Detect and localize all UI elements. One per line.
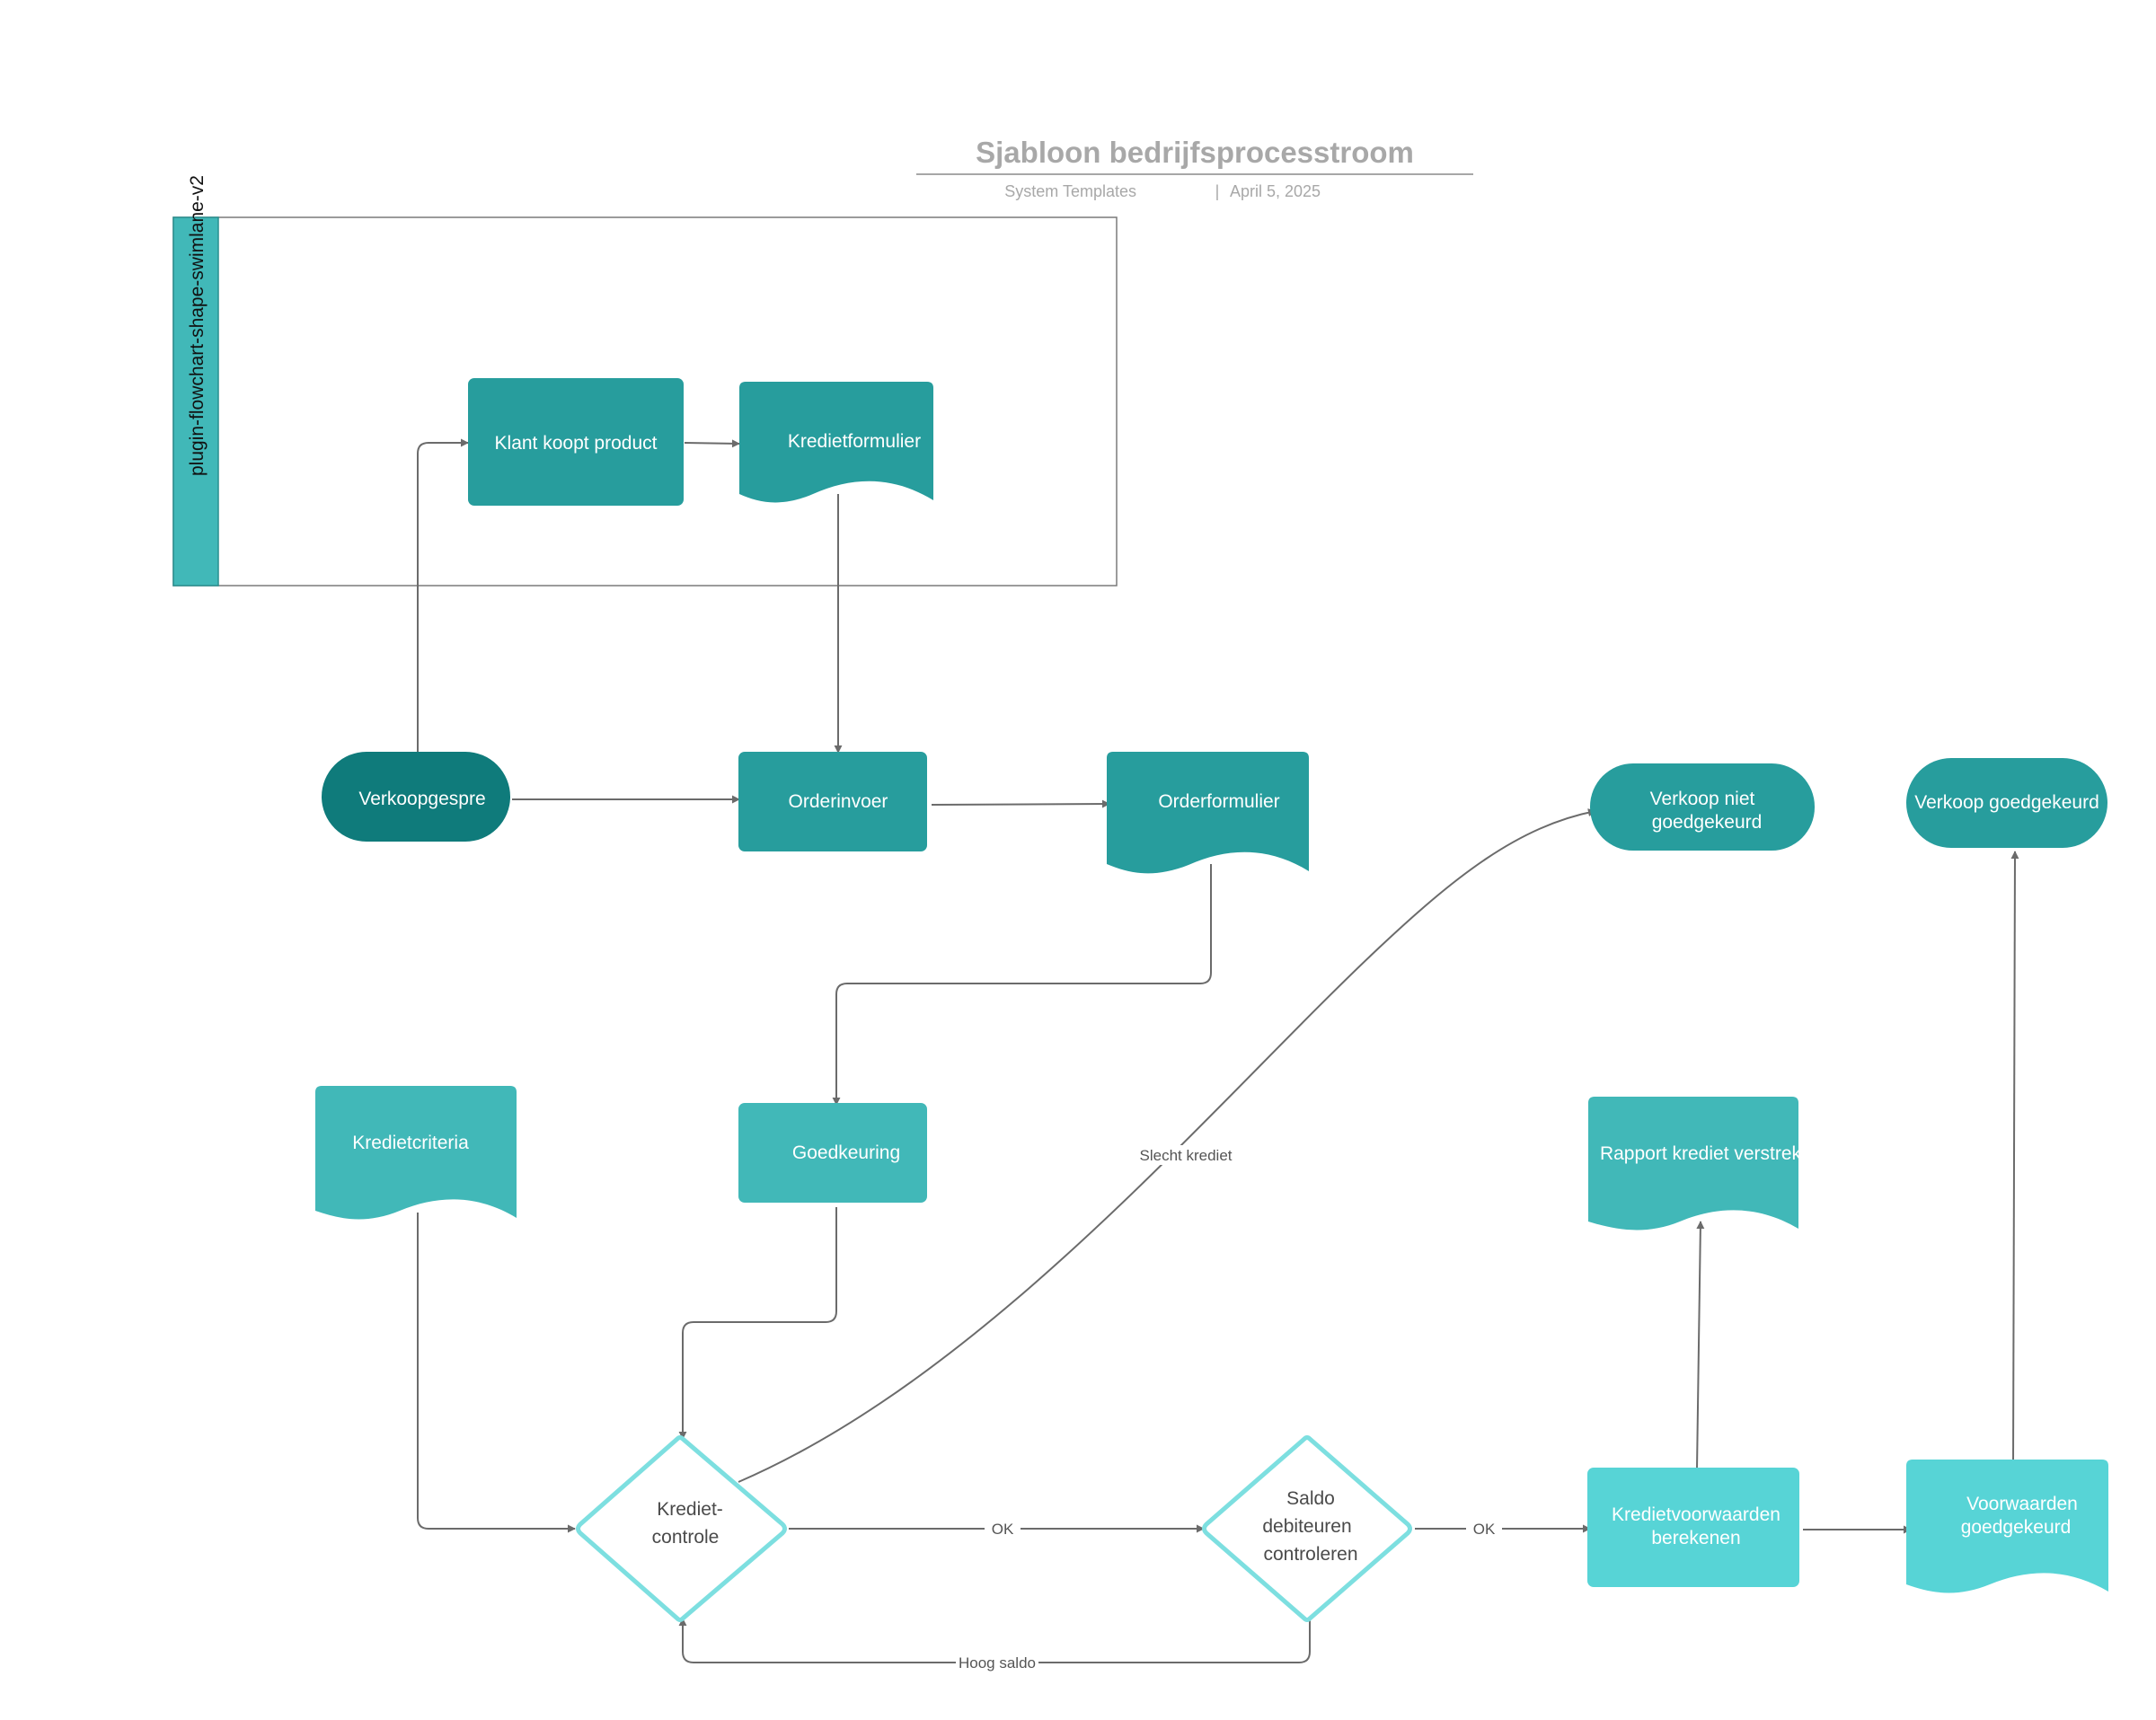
swimlane-header-bar — [172, 216, 219, 587]
node-label-line-1: Saldo — [1286, 1488, 1335, 1509]
document-shape — [1588, 1097, 1798, 1230]
document-shape — [315, 1086, 517, 1220]
terminal-shape — [1906, 758, 2107, 848]
header: Sjabloon bedrijfsprocesstroom System Tem… — [916, 136, 1473, 200]
edge-label-hoog-saldo: Hoog saldo — [959, 1654, 1036, 1671]
edge-verkoopgesprek-klant — [417, 438, 469, 754]
node-label-line-2: controle — [652, 1527, 720, 1548]
edge-label-bg — [956, 1653, 1038, 1672]
node-label: Orderformulier — [1158, 791, 1279, 812]
node-label: Kredietcriteria — [352, 1133, 469, 1153]
node-label-line-1: Voorwaarden — [1966, 1494, 2078, 1514]
process-shape — [468, 378, 684, 506]
edge-label-bg — [1466, 1519, 1502, 1539]
edge-voorwaarden-verkoop-goedgekeurd — [2010, 851, 2019, 1463]
node-label: Rapport krediet verstrek — [1600, 1143, 1802, 1164]
node-klant-koopt-product[interactable]: Klant koopt product — [468, 378, 684, 506]
edge-kredietvoorwaarden-rapport — [1696, 1221, 1705, 1470]
edge-orderformulier-goedkeuring — [832, 864, 1212, 1106]
document-shape — [1906, 1460, 2108, 1593]
node-label: Klant koopt product — [495, 433, 658, 454]
node-label-line-3: controleren — [1263, 1544, 1357, 1565]
node-orderformulier[interactable]: Orderformulier — [1107, 752, 1309, 874]
node-verkoop-goedgekeurd[interactable]: Verkoop goedgekeurd — [1906, 758, 2107, 848]
process-shape — [738, 752, 927, 851]
node-label-line-2: debiteuren — [1262, 1516, 1351, 1537]
node-label-line-2: berekenen — [1651, 1528, 1740, 1548]
edge-goedkeuring-kredietcontrole — [678, 1207, 837, 1440]
node-label: Kredietformulier — [788, 431, 921, 452]
node-kredietvoorwaarden-berekenen[interactable]: Kredietvoorwaarden berekenen — [1587, 1468, 1799, 1587]
node-kredietcriteria[interactable]: Kredietcriteria — [315, 1086, 517, 1220]
page-title: Sjabloon bedrijfsprocesstroom — [976, 136, 1414, 169]
edge-label-slecht-krediet: Slecht krediet — [1140, 1147, 1233, 1164]
process-shape — [1587, 1468, 1799, 1587]
document-shape — [1107, 752, 1309, 874]
decision-shape — [1202, 1435, 1412, 1622]
node-label-line-2: goedgekeurd — [1961, 1517, 2072, 1538]
node-goedkeuring[interactable]: Goedkeuring — [738, 1103, 927, 1203]
edge-label-ok: OK — [1473, 1521, 1496, 1538]
terminal-shape — [322, 752, 510, 842]
edges — [417, 438, 2019, 1663]
edge-label-bg — [985, 1519, 1021, 1539]
node-rapport-krediet-verstrek[interactable]: Rapport krediet verstrek — [1588, 1097, 1802, 1230]
terminal-shape — [1590, 763, 1815, 851]
edge-label-ok: OK — [992, 1521, 1014, 1538]
swimlane[interactable]: plugin-flowchart-shape-swimlane-v2 — [172, 175, 1118, 587]
edge-labels: Slecht krediet OK OK Hoog saldo — [956, 1145, 1502, 1672]
template-source: System Templates — [1004, 182, 1136, 200]
node-label: Goedkeuring — [792, 1142, 900, 1163]
document-shape — [739, 382, 933, 503]
node-kredietformulier[interactable]: Kredietformulier — [739, 382, 933, 503]
node-saldo-debiteuren-controleren[interactable]: Saldo debiteuren controleren — [1202, 1435, 1412, 1622]
node-orderinvoer[interactable]: Orderinvoer — [738, 752, 927, 851]
node-verkoopgesprek[interactable]: Verkoopgespre — [322, 752, 510, 842]
edge-klant-kredietformulier — [684, 439, 740, 448]
node-label-line-1: Kredietvoorwaarden — [1612, 1504, 1780, 1525]
node-voorwaarden-goedgekeurd[interactable]: Voorwaarden goedgekeurd — [1906, 1460, 2108, 1593]
edge-kredietcontrole-verkoop-niet — [738, 808, 1596, 1483]
node-label-line-2: goedgekeurd — [1652, 812, 1763, 833]
header-separator: | — [1215, 182, 1220, 200]
decision-shape — [576, 1435, 787, 1622]
process-shape — [738, 1103, 927, 1203]
edge-kredietcriteria-kredietcontrole — [417, 1213, 576, 1533]
edge-label-bg — [1136, 1145, 1235, 1165]
template-date: April 5, 2025 — [1230, 182, 1321, 200]
swimlane-label: plugin-flowchart-shape-swimlane-v2 — [187, 175, 208, 476]
node-label: Orderinvoer — [789, 791, 888, 812]
node-label: Verkoopgespre — [358, 789, 485, 809]
node-kredietcontrole[interactable]: Krediet- controle — [576, 1435, 787, 1622]
node-label: Verkoop goedgekeurd — [1914, 792, 2099, 813]
edge-orderinvoer-orderformulier — [931, 799, 1110, 808]
node-label-line-1: Krediet- — [657, 1499, 723, 1520]
node-verkoop-niet-goedgekeurd[interactable]: Verkoop niet goedgekeurd — [1590, 763, 1815, 851]
node-label-line-1: Verkoop niet — [1650, 789, 1755, 809]
